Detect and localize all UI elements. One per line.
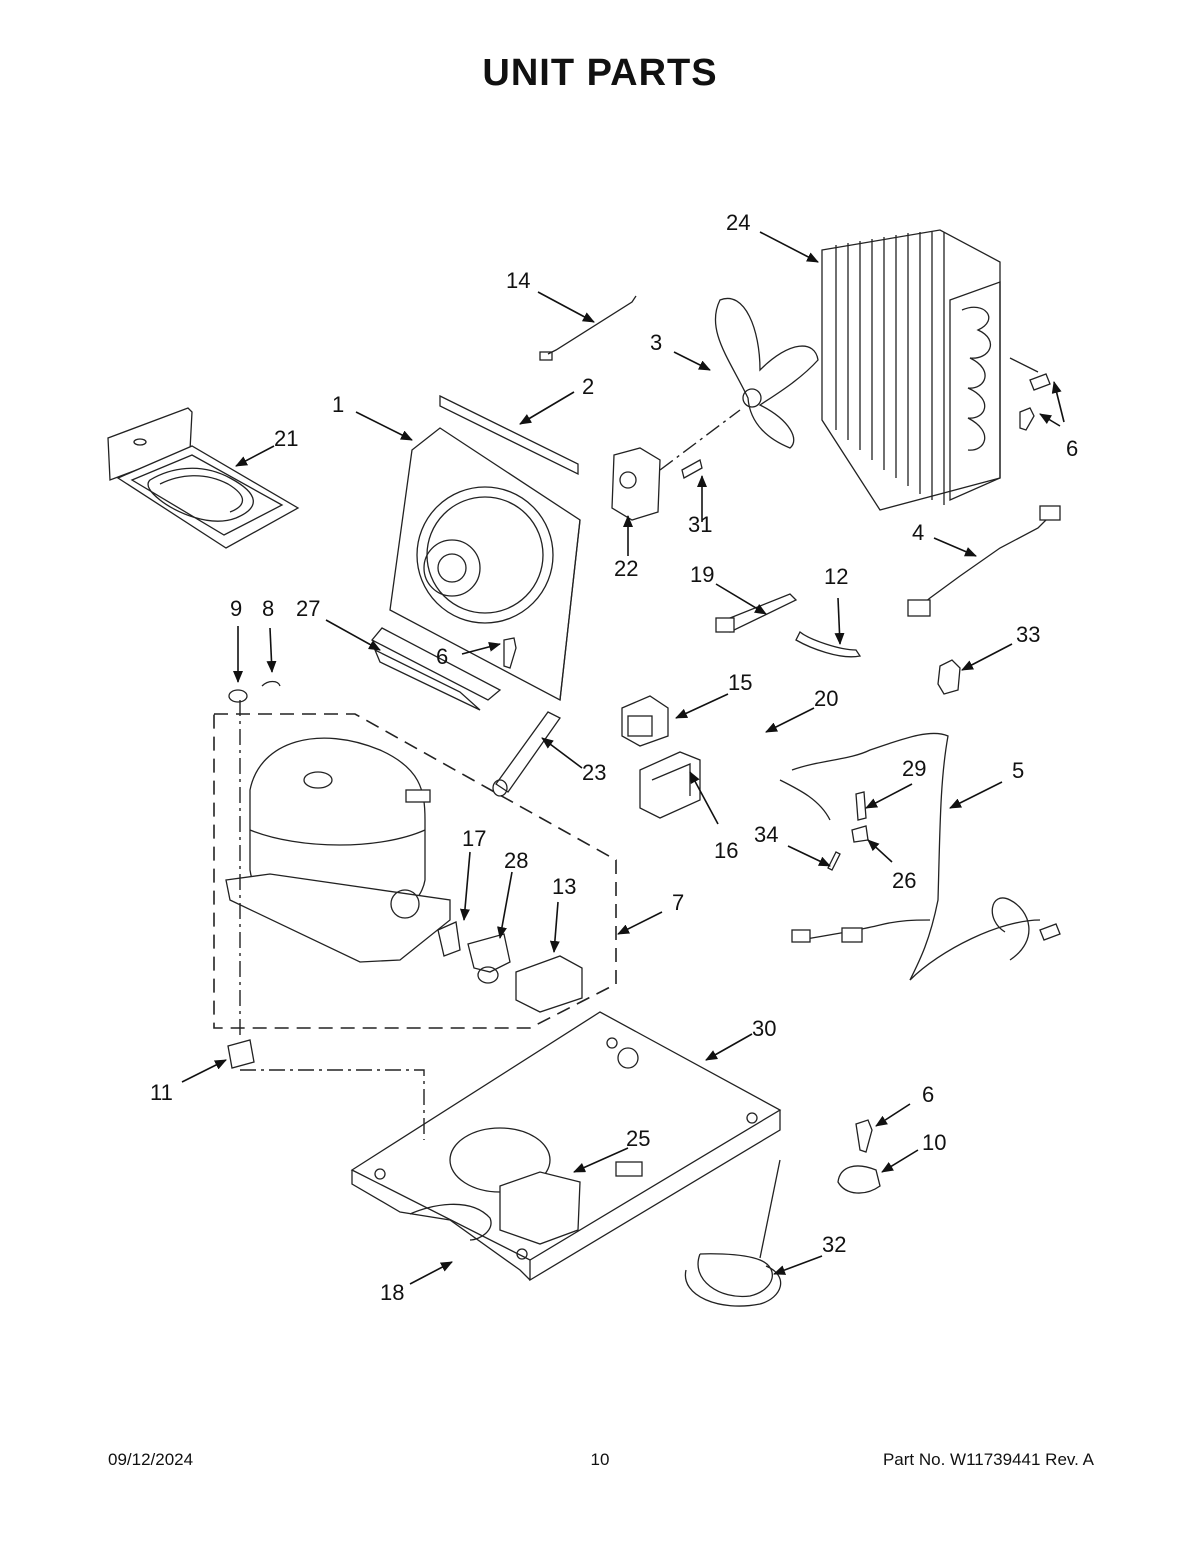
callout-24: 24 [726,210,750,235]
condenser-fan-shroud-drawing [370,394,581,711]
callout-6-base: 6 [922,1082,934,1107]
callout-23: 23 [582,760,606,785]
callout-31: 31 [688,512,712,537]
callout-34: 34 [754,822,778,847]
callout-29: 29 [902,756,926,781]
callout-13: 13 [552,874,576,899]
callout-2: 2 [582,374,594,399]
callout-12: 12 [824,564,848,589]
callout-20: 20 [814,686,838,711]
callout-27: 27 [296,596,320,621]
callout-19: 19 [690,562,714,587]
callout-16: 16 [714,838,738,863]
callout-5: 5 [1012,758,1024,783]
footer-part-number: Part No. W11739441 Rev. A [882,1450,1094,1469]
callout-17: 17 [462,826,486,851]
condenser-coil-drawing [821,229,1039,511]
callout-22: 22 [614,556,638,581]
callout-1: 1 [332,392,344,417]
callout-11: 11 [150,1080,173,1105]
small-parts-drawing [228,295,1061,1194]
wiring-harness-drawing [779,732,1061,981]
leader-lines [181,231,1065,1285]
callout-9: 9 [230,596,242,621]
footer-date: 09/12/2024 [108,1450,194,1469]
fan-blade-motor-drawing [611,297,819,521]
callout-4: 4 [912,520,924,545]
callout-25: 25 [626,1126,650,1151]
callout-26: 26 [892,868,916,893]
compressor-group-drawing [213,713,617,1029]
callout-30: 30 [752,1016,776,1041]
callout-14: 14 [506,268,530,293]
callout-8: 8 [262,596,274,621]
callout-10: 10 [922,1130,946,1155]
callout-21: 21 [274,426,298,451]
callout-6-shroud: 6 [436,644,448,669]
callout-15: 15 [728,670,752,695]
callout-labels: 1 2 3 4 5 6 6 6 6 7 8 9 10 11 12 13 14 1… [150,210,1078,1305]
callout-3: 3 [650,330,662,355]
base-pan-drawing [227,700,782,1307]
callout-6-condenser: 6 [1066,436,1078,461]
callout-28: 28 [504,848,528,873]
footer-page-number: 10 [590,1450,610,1469]
page-title: UNIT PARTS [482,52,718,94]
callout-33: 33 [1016,622,1040,647]
callout-32: 32 [822,1232,846,1257]
drain-pan-drawing [107,407,300,549]
callout-7: 7 [672,890,684,915]
callout-18: 18 [380,1280,404,1305]
